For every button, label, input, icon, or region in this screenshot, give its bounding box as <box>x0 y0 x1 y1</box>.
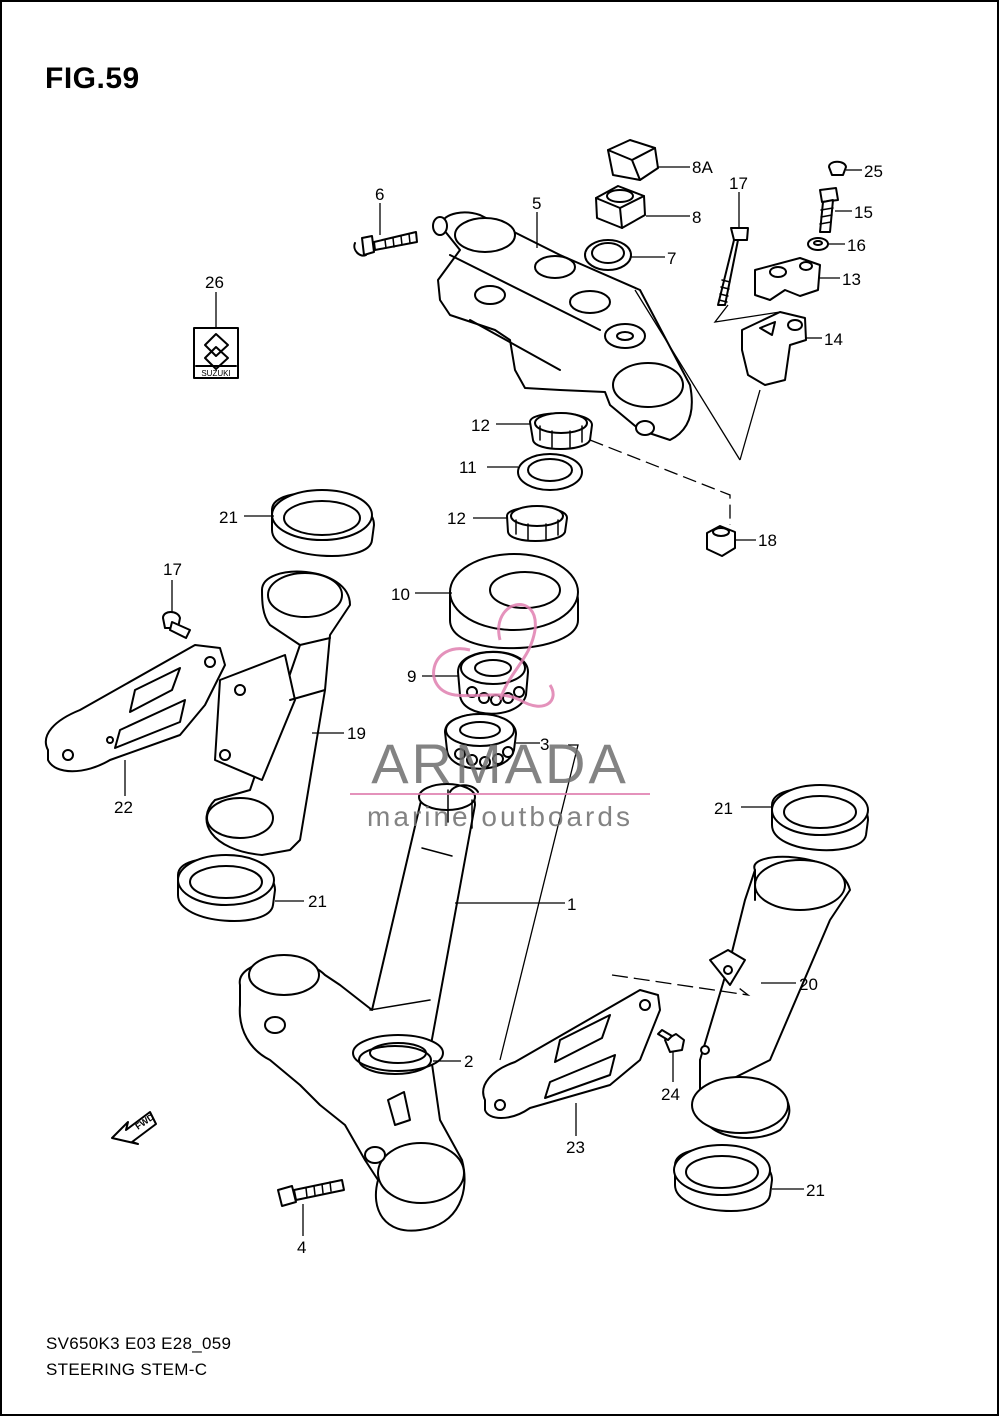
bearing-part-3 <box>444 713 517 770</box>
callout-21-right-bottom: 21 <box>806 1181 825 1200</box>
callout-21-mid-left: 21 <box>308 892 327 911</box>
bolt-part-17-top <box>717 227 749 306</box>
grommet-part-21-mid-left <box>177 854 276 922</box>
badge-label: SUZUKI <box>201 369 230 378</box>
callout-12-lower: 12 <box>447 509 466 528</box>
callout-24: 24 <box>661 1085 680 1104</box>
callout-17-top: 17 <box>729 174 748 193</box>
plate-part-23 <box>482 989 661 1119</box>
bolt-part-15 <box>819 187 839 233</box>
bracket-part-20 <box>691 855 851 1139</box>
callout-5: 5 <box>532 194 541 213</box>
washer-part-11 <box>517 453 583 491</box>
callout-6: 6 <box>375 185 384 204</box>
cap-part-25 <box>828 160 847 176</box>
callout-16: 16 <box>847 236 866 255</box>
watermark: ARMADA marine outboards <box>350 603 650 832</box>
seal-part-2 <box>358 1045 432 1075</box>
callout-11: 11 <box>459 458 477 477</box>
bearing-part-9 <box>457 650 529 715</box>
callout-9: 9 <box>407 667 416 686</box>
callout-8a: 8A <box>692 158 713 177</box>
nut-part-18 <box>706 525 736 557</box>
callout-21-right-top: 21 <box>714 799 733 818</box>
callout-8: 8 <box>692 208 701 227</box>
grommet-part-21-right-top <box>771 784 869 852</box>
callout-4: 4 <box>297 1238 306 1257</box>
callout-15: 15 <box>854 203 873 222</box>
callout-19: 19 <box>347 724 366 743</box>
grommet-part-21-right-bottom <box>673 1144 773 1212</box>
cap-part-8a <box>607 139 659 181</box>
plate-part-22 <box>44 644 226 773</box>
washer-part-7 <box>584 239 632 271</box>
callout-1: 1 <box>567 895 576 914</box>
callout-3: 3 <box>540 735 549 754</box>
fwd-arrow-icon <box>111 1111 157 1145</box>
watermark-brand: ARMADA <box>371 732 629 795</box>
holder-part-14 <box>741 311 807 386</box>
callout-20: 20 <box>799 975 818 994</box>
callout-14: 14 <box>824 330 843 349</box>
holder-part-13 <box>754 257 821 301</box>
callout-25: 25 <box>864 162 883 181</box>
steering-stem-part-1 <box>238 783 479 1232</box>
callout-22: 22 <box>114 798 133 817</box>
callout-13: 13 <box>842 270 861 289</box>
callout-23: 23 <box>566 1138 585 1157</box>
screw-part-24 <box>657 1029 685 1053</box>
callout-26: 26 <box>205 273 224 292</box>
nut-part-16 <box>807 237 829 251</box>
upper-bracket-part-5 <box>432 211 693 441</box>
locknut-part-12-lower <box>506 505 568 542</box>
suzuki-badge-part-26 <box>193 327 239 379</box>
grommet-part-21-top-left <box>271 489 375 557</box>
bolt-part-4 <box>277 1179 345 1207</box>
watermark-logo-icon <box>432 603 555 708</box>
watermark-rule <box>350 793 650 795</box>
leader-lines <box>124 166 862 1236</box>
seal-part-10 <box>449 553 579 650</box>
nut-part-8 <box>595 185 646 229</box>
model-code: SV650K3 E03 E28_059 <box>46 1334 232 1353</box>
callout-7: 7 <box>667 249 676 268</box>
callout-17-left: 17 <box>163 560 182 579</box>
callout-12-upper: 12 <box>471 416 490 435</box>
figure-title: FIG.59 <box>45 62 140 95</box>
callout-10: 10 <box>391 585 410 604</box>
callout-21-top-left: 21 <box>219 508 238 527</box>
callout-18: 18 <box>758 531 777 550</box>
watermark-tagline: marine outboards <box>367 801 633 832</box>
locknut-part-12-upper <box>529 412 593 450</box>
section-name: STEERING STEM-C <box>46 1360 208 1379</box>
bolt-part-6 <box>353 231 418 257</box>
bolt-part-17-left <box>162 611 191 639</box>
bracket-part-19 <box>205 570 351 856</box>
callout-2: 2 <box>464 1052 473 1071</box>
